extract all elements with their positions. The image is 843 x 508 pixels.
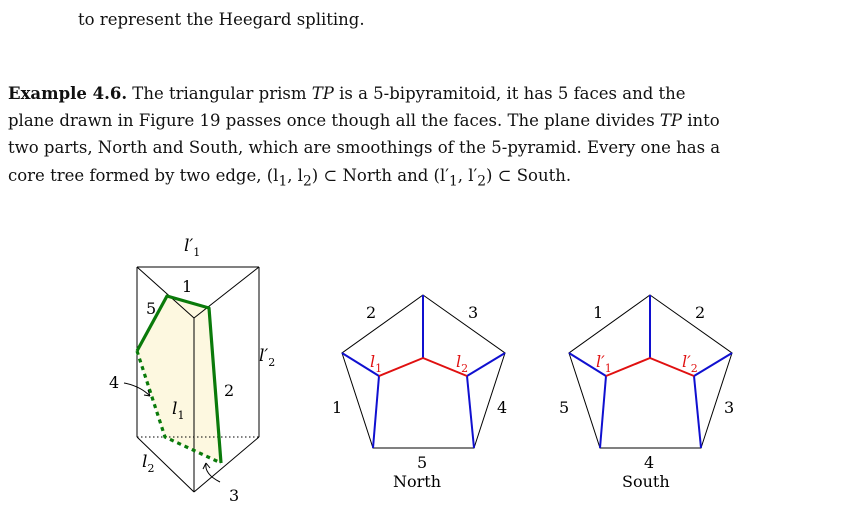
south-spoke-right	[693, 352, 733, 377]
body-text-line: to represent the Heegard spliting.	[78, 10, 365, 29]
face-label-5: 5	[146, 299, 156, 318]
example-row-1: Example 4.6. The triangular prism TP is …	[8, 84, 686, 103]
prism-bottom-right-edge	[193, 436, 260, 493]
body-text: to represent the Heegard spliting.	[78, 10, 365, 29]
north-edge-label-1: 1	[332, 398, 342, 417]
face-label-2: 2	[224, 381, 234, 400]
north-edge-label-3: 3	[468, 303, 478, 322]
example-row-4: core tree formed by two edge, (l1, l2) ⊂…	[8, 165, 572, 189]
arrow-3-head	[202, 462, 211, 470]
arrow-4-head	[143, 389, 151, 397]
south-tree-edge-l2	[649, 357, 695, 377]
north-edge-label-2: 2	[366, 303, 376, 322]
prism-diagram: l′1 l′2 l1 l2 1 2 3 4 5	[109, 236, 275, 505]
face-label-4: 4	[109, 373, 119, 392]
north-caption: North	[393, 472, 441, 491]
north-spoke-bottom-right	[466, 375, 475, 449]
label-l1-prime: l′1	[184, 236, 200, 259]
example-row-2: plane drawn in Figure 19 passes once tho…	[8, 111, 720, 131]
south-tree-label-l1-prime: l′1	[596, 352, 612, 375]
face-label-3: 3	[229, 486, 239, 505]
south-spoke-left	[568, 352, 607, 377]
prism-top-right-edge	[193, 266, 260, 319]
south-spoke-bottom-left	[599, 375, 607, 449]
arrow-4	[123, 382, 151, 397]
south-outline	[568, 294, 733, 449]
section-back-edge	[135, 350, 222, 465]
north-tree-edge-l2	[422, 357, 468, 377]
section-fill	[137, 296, 221, 463]
north-outline	[341, 294, 506, 449]
north-pentagon: 2 3 1 4 5 North l1 l2	[332, 294, 507, 491]
label-l1: l1	[172, 399, 184, 422]
label-l2: l2	[142, 452, 154, 475]
north-tree-label-l1: l1	[370, 352, 382, 375]
south-tree-label-l2-prime: l′2	[682, 352, 698, 375]
prism-top-left-edge	[136, 266, 195, 319]
south-tree-edge-l1	[605, 357, 651, 377]
arrow-3	[205, 462, 221, 483]
north-edge-label-5: 5	[417, 453, 427, 472]
north-spoke-left	[341, 352, 380, 377]
example-row-3: two parts, North and South, which are sm…	[8, 138, 721, 158]
south-edge-label-3: 3	[724, 398, 734, 417]
south-edge-label-4: 4	[644, 453, 654, 472]
north-edge-label-4: 4	[497, 398, 507, 417]
south-caption: South	[622, 472, 670, 491]
south-spoke-bottom-right	[693, 375, 702, 449]
north-tree-edge-l1	[378, 357, 424, 377]
section-front-edge	[135, 294, 223, 464]
example-paragraph: Example 4.6. The triangular prism TP is …	[8, 80, 838, 195]
south-edge-label-1: 1	[593, 303, 603, 322]
north-spoke-bottom-left	[372, 375, 380, 449]
example-label: Example 4.6.	[8, 84, 128, 103]
south-pentagon: 1 2 5 3 4 South l′1 l′2	[559, 294, 734, 491]
prism-bottom-left-edge	[136, 436, 195, 493]
north-tree-label-l2: l2	[456, 352, 468, 375]
label-l2-prime: l′2	[259, 346, 275, 369]
face-label-1: 1	[182, 277, 192, 296]
south-edge-label-5: 5	[559, 398, 569, 417]
south-edge-label-2: 2	[695, 303, 705, 322]
north-spoke-right	[466, 352, 506, 377]
